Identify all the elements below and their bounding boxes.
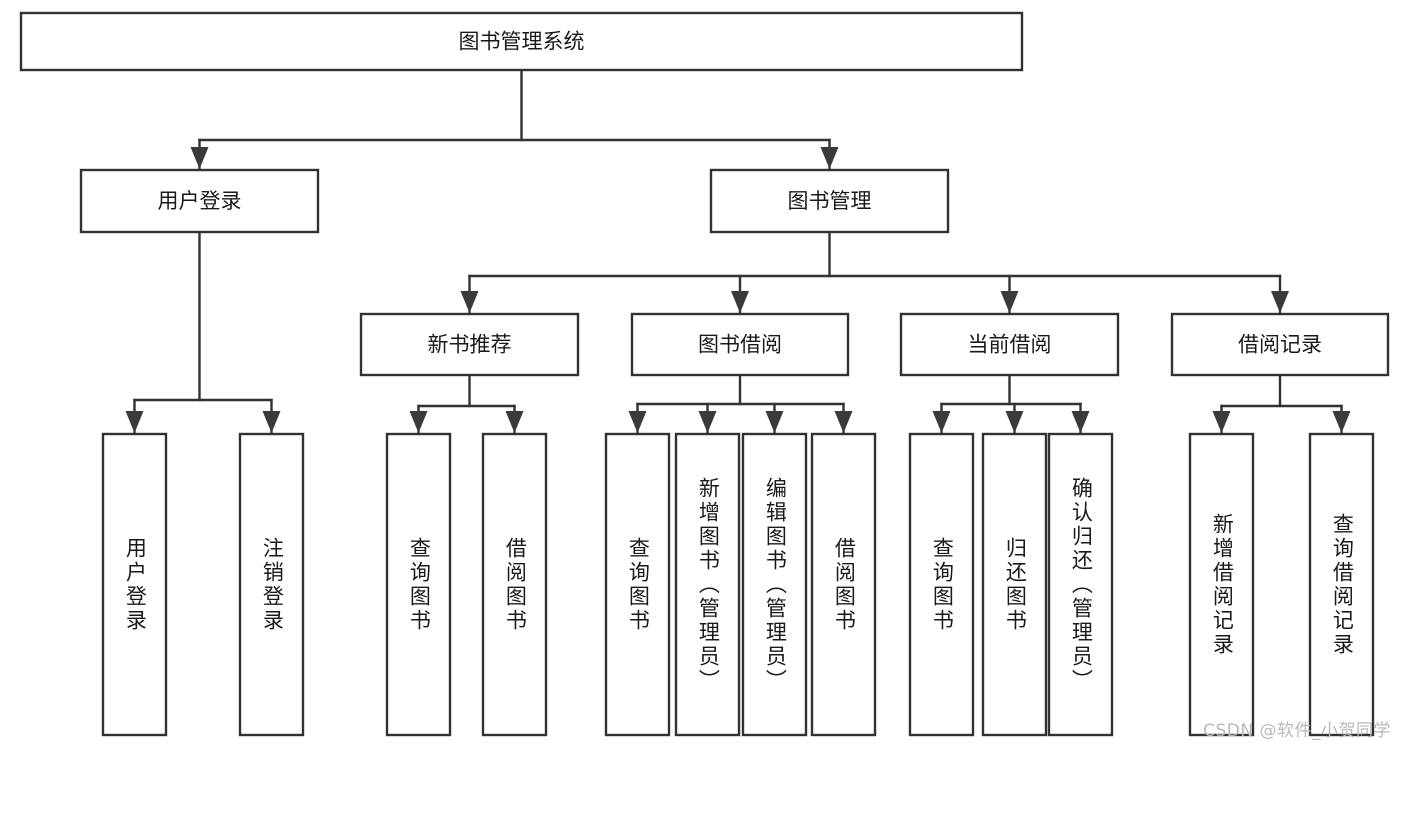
node-label-n-new-rec: 新书推荐 [428,333,512,357]
node-box-l-borrow-book-2 [810,432,877,737]
node-box-n-borrow [630,312,850,377]
node-box-root [19,11,1024,72]
node-box-l-borrow-book-1 [481,432,548,737]
node-box-layer [19,11,1390,737]
node-box-n-book-mgmt [709,168,950,234]
node-box-l-query-book-2 [604,432,671,737]
watermark-credit: CSDN @软件_小贺同学 [1203,721,1391,741]
connector-layer [125,68,1351,435]
node-box-n-records [1170,312,1390,377]
node-box-n-new-rec [359,312,580,377]
node-box-l-edit-book [741,432,808,737]
node-label-n-records: 借阅记录 [1238,333,1322,357]
node-box-l-user-login [101,432,168,737]
node-box-n-user-login [79,168,320,234]
node-label-n-book-mgmt: 图书管理 [788,189,872,213]
node-box-l-query-book-3 [908,432,975,737]
node-box-l-return-book [981,432,1048,737]
node-box-l-add-record [1188,432,1255,737]
node-label-n-borrow: 图书借阅 [698,333,782,357]
node-box-n-current [899,312,1120,377]
flowchart-canvas: 图书管理系统用户登录图书管理新书推荐图书借阅当前借阅借阅记录 用户登录注销登录查… [19,11,1391,741]
node-box-l-user-logout [238,432,305,737]
node-label-n-user-login: 用户登录 [158,189,242,213]
node-box-l-add-book [674,432,741,737]
node-box-l-confirm-return [1047,432,1114,737]
node-box-l-query-book-1 [385,432,452,737]
node-label-root: 图书管理系统 [459,30,585,54]
node-box-l-query-record [1308,432,1375,737]
node-label-n-current: 当前借阅 [968,333,1052,357]
